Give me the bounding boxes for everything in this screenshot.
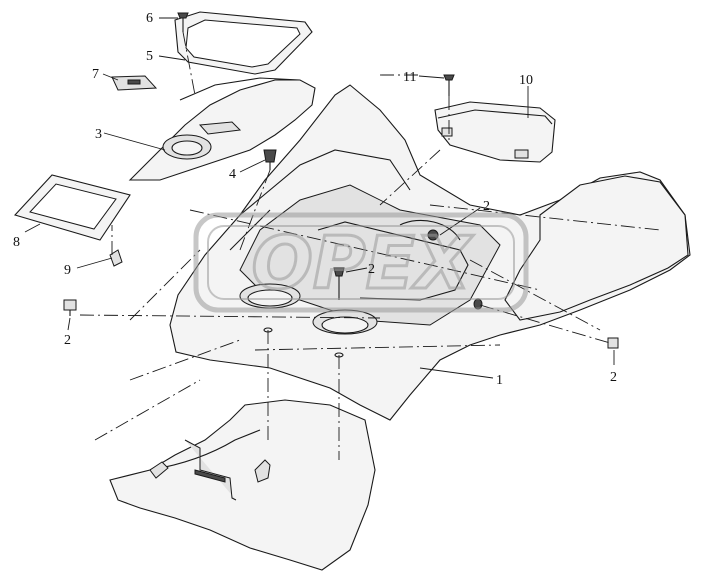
part-9-fastener xyxy=(109,249,123,267)
callout-8: 8 xyxy=(13,235,20,250)
part-2-fastener-left xyxy=(63,299,77,316)
callout-2c: 2 xyxy=(64,333,71,348)
lower-floor-panel xyxy=(109,399,376,571)
leader-lines xyxy=(24,17,615,379)
callout-5: 5 xyxy=(146,49,153,64)
callout-9: 9 xyxy=(64,263,71,278)
part-7-cover xyxy=(111,75,158,91)
part-4-clip xyxy=(263,149,277,170)
callout-2a: 2 xyxy=(483,199,490,214)
part-1-console-body xyxy=(169,84,691,421)
callout-10: 10 xyxy=(519,73,533,88)
part-11-screw xyxy=(443,74,455,96)
part-5-trim-ring xyxy=(174,11,313,75)
part-10-storage-box xyxy=(434,101,556,163)
watermark-text: OPEX xyxy=(252,221,474,305)
part-2-fastener-right xyxy=(607,337,619,349)
callout-4: 4 xyxy=(229,167,236,182)
part-6-screw xyxy=(177,12,189,32)
callout-3: 3 xyxy=(95,127,102,142)
callout-labels: 1 2 2 2 2 3 4 5 6 7 8 9 10 11 xyxy=(13,11,617,388)
watermark: OPEX xyxy=(193,212,529,313)
callout-2d: 2 xyxy=(610,370,617,385)
callout-1: 1 xyxy=(496,373,503,388)
callout-11: 11 xyxy=(403,70,416,85)
part-3-shifter-bezel xyxy=(128,77,316,181)
part-8-tray-frame xyxy=(13,174,131,241)
callout-2b: 2 xyxy=(368,262,375,277)
callout-6: 6 xyxy=(146,11,153,26)
callout-7: 7 xyxy=(92,67,99,82)
part-2-fastener-center xyxy=(333,267,345,300)
assembly-center-lines xyxy=(79,31,661,460)
